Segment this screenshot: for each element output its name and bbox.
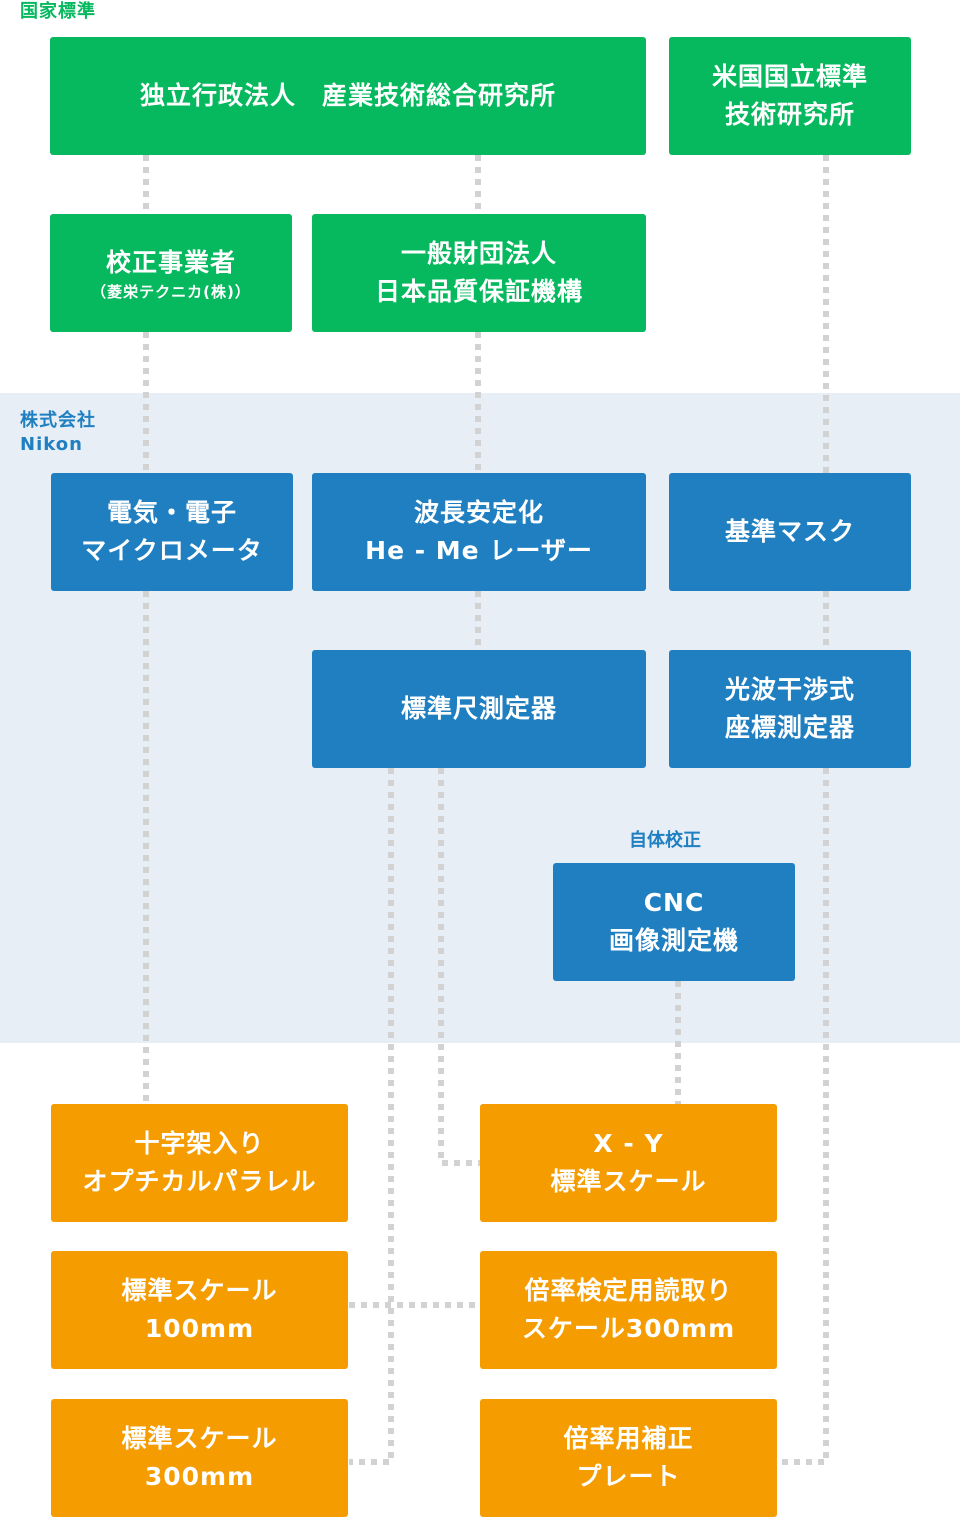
node-cnc-line1: CNC	[643, 888, 705, 917]
node-calib-line1: 校正事業者	[105, 248, 236, 277]
node-scale-meter: 標準尺測定器	[312, 650, 646, 768]
node-scale100-line1: 標準スケール	[121, 1276, 278, 1305]
node-coord-line1: 光波干渉式	[724, 675, 855, 704]
node-magnification-correction-plate: 倍率用補正 プレート	[480, 1399, 777, 1517]
node-scalemeter-line1: 標準尺測定器	[400, 694, 557, 723]
node-cnc-line2: 画像測定機	[608, 926, 739, 955]
node-magscale-line2: スケール300mm	[521, 1314, 736, 1343]
node-cross-optical-parallel: 十字架入り オプチカルパラレル	[51, 1104, 348, 1222]
self-calibration-label: 自体校正	[629, 830, 701, 851]
node-jqa-line1: 一般財団法人	[400, 239, 557, 268]
connector-coord-plate	[778, 768, 829, 1465]
node-laser-line1: 波長安定化	[413, 498, 544, 527]
node-xy-standard-scale: X - Y 標準スケール	[480, 1104, 777, 1222]
node-calib-sub: （菱栄テクニカ(株)）	[91, 283, 251, 301]
node-scale300-line2: 300mm	[144, 1462, 255, 1491]
node-jqa-line2: 日本品質保証機構	[374, 277, 583, 306]
node-magscale-line1: 倍率検定用読取り	[524, 1276, 733, 1305]
node-jqa: 一般財団法人 日本品質保証機構	[312, 214, 646, 332]
node-scale100-line2: 100mm	[144, 1314, 255, 1343]
node-scale300-line1: 標準スケール	[121, 1424, 278, 1453]
node-nist-line1: 米国国立標準	[711, 62, 868, 91]
node-micrometer-line2: マイクロメータ	[81, 536, 263, 565]
node-magnification-reading-scale: 倍率検定用読取り スケール300mm	[480, 1251, 777, 1369]
node-mask-line1: 基準マスク	[724, 517, 855, 546]
node-cross-line1: 十字架入り	[134, 1129, 265, 1158]
node-cnc: CNC 画像測定機	[553, 863, 795, 981]
node-calibration-provider: 校正事業者 （菱栄テクニカ(株)）	[50, 214, 292, 332]
node-nist-line2: 技術研究所	[724, 100, 855, 129]
node-micrometer: 電気・電子 マイクロメータ	[51, 473, 293, 591]
node-reference-mask: 基準マスク	[669, 473, 911, 591]
node-laser-line2: He - Me レーザー	[365, 536, 593, 565]
nikon-label-line1: 株式会社	[20, 410, 96, 431]
node-aist: 独立行政法人 産業技術総合研究所	[50, 37, 646, 155]
node-coord-line2: 座標測定器	[724, 713, 855, 742]
nikon-label-line2: Nikon	[20, 434, 83, 455]
node-standard-scale-300: 標準スケール 300mm	[51, 1399, 348, 1517]
node-micrometer-line1: 電気・電子	[106, 498, 237, 527]
node-plate-line2: プレート	[576, 1462, 681, 1491]
connector-scalemeter-scale300	[349, 768, 394, 1465]
node-laser: 波長安定化 He - Me レーザー	[312, 473, 646, 591]
node-coordinate-meter: 光波干渉式 座標測定器	[669, 650, 911, 768]
node-plate-line1: 倍率用補正	[563, 1424, 694, 1453]
nikon-label: 株式会社 Nikon	[20, 409, 96, 457]
node-standard-scale-100: 標準スケール 100mm	[51, 1251, 348, 1369]
node-cross-line2: オプチカルパラレル	[82, 1167, 317, 1196]
node-xy-line2: 標準スケール	[550, 1167, 707, 1196]
national-standard-label: 国家標準	[20, 1, 96, 22]
node-nist: 米国国立標準 技術研究所	[669, 37, 911, 155]
connector-scalemeter-xy	[438, 768, 480, 1166]
node-aist-line1: 独立行政法人 産業技術総合研究所	[139, 81, 556, 110]
node-xy-line1: X - Y	[593, 1129, 664, 1158]
